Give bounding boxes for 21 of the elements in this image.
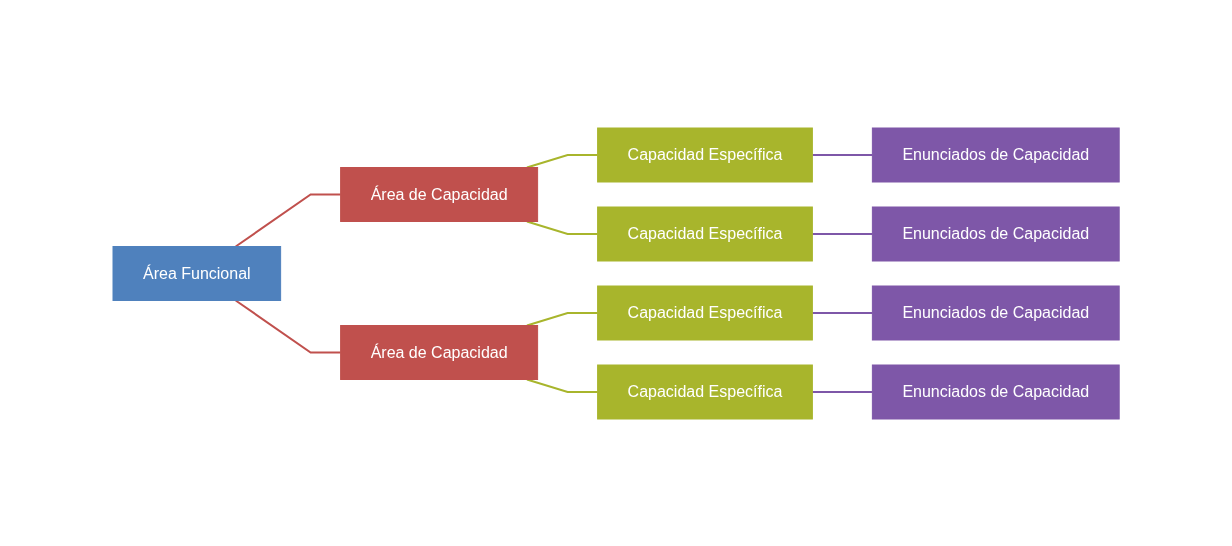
node-box: Enunciados de Capacidad (871, 285, 1120, 340)
node-box: Área de Capacidad (340, 166, 538, 222)
node-box: Enunciados de Capacidad (871, 206, 1120, 261)
node-box: Capacidad Específica (597, 285, 813, 340)
node-box: Área Funcional (112, 245, 282, 301)
node-box: Enunciados de Capacidad (871, 127, 1120, 182)
connector (811, 390, 874, 393)
connector (525, 311, 599, 326)
node-box: Enunciados de Capacidad (871, 364, 1120, 419)
node-box: Capacidad Específica (597, 206, 813, 261)
connector (525, 378, 599, 393)
node-box: Capacidad Específica (597, 127, 813, 182)
node-box: Capacidad Específica (597, 364, 813, 419)
connector (525, 220, 599, 235)
connector (811, 153, 874, 156)
node-box: Área de Capacidad (340, 324, 538, 380)
connector (234, 299, 342, 353)
connector (525, 153, 599, 168)
connector (234, 193, 342, 247)
connector (811, 311, 874, 314)
connector (811, 232, 874, 235)
